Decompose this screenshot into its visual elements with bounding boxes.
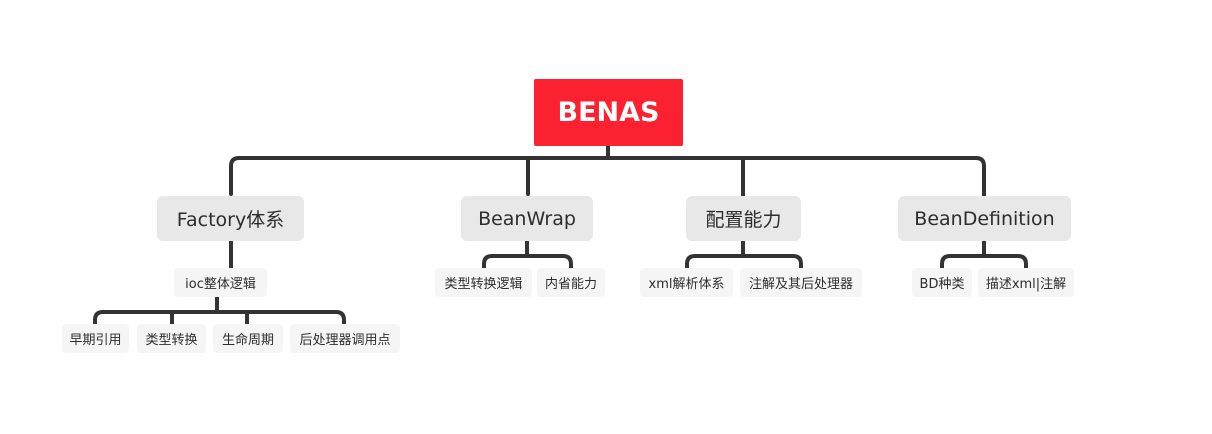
sub-label-bd-types: BD种类 [919,277,965,292]
leaf-label-lifecycle: 生命周期 [221,333,274,348]
sub-node-ioc-logic[interactable]: ioc整体逻辑 [174,268,267,297]
leaf-node-type-conversion[interactable]: 类型转换 [137,324,206,353]
sub-node-type-conversion-logic[interactable]: 类型转换逻辑 [435,268,532,297]
config-to-children-connector [685,239,803,270]
sub-node-annotation-postprocessor[interactable]: 注解及其后处理器 [740,268,862,297]
branch-node-config[interactable]: 配置能力 [686,196,801,241]
sub-label-ioc-logic: ioc整体逻辑 [185,277,256,292]
sub-label-introspection: 内省能力 [544,277,597,292]
sub-label-annotation-postprocessor: 注解及其后处理器 [748,277,853,292]
sub-label-describe-xml-annotation: 描述xml|注解 [985,277,1067,292]
leaf-label-early-reference: 早期引用 [69,333,122,348]
leaf-node-postprocessor-callpoints[interactable]: 后处理器调用点 [290,324,400,353]
branch-label-factory: Factory体系 [176,209,285,231]
root-label: BENAS [557,97,660,128]
root-node[interactable]: BENAS [534,79,683,146]
branch-label-config: 配置能力 [705,209,782,231]
branch-node-beandefinition[interactable]: BeanDefinition [898,196,1071,241]
sub-node-xml-parsing[interactable]: xml解析体系 [640,268,733,297]
branch-label-beandefinition: BeanDefinition [914,207,1055,230]
sub-node-bd-types[interactable]: BD种类 [912,268,972,297]
root-to-branches-connector [229,144,986,199]
ioc-to-children-connector [93,293,346,326]
sub-node-introspection[interactable]: 内省能力 [537,268,605,297]
beanwrap-to-children-connector [482,239,573,270]
leaf-label-type-conversion: 类型转换 [145,333,198,348]
leaf-node-early-reference[interactable]: 早期引用 [62,324,129,353]
sub-node-describe-xml-annotation[interactable]: 描述xml|注解 [978,268,1074,297]
branch-node-beanwrap[interactable]: BeanWrap [461,196,593,241]
branch-node-factory[interactable]: Factory体系 [157,196,304,241]
leaf-node-lifecycle[interactable]: 生命周期 [213,324,283,353]
sub-label-type-conversion-logic: 类型转换逻辑 [444,277,523,292]
sub-label-xml-parsing: xml解析体系 [648,277,725,292]
branch-label-beanwrap: BeanWrap [478,207,576,230]
beandefinition-to-children-connector [940,239,1028,270]
leaf-label-postprocessor-callpoints: 后处理器调用点 [299,333,391,348]
